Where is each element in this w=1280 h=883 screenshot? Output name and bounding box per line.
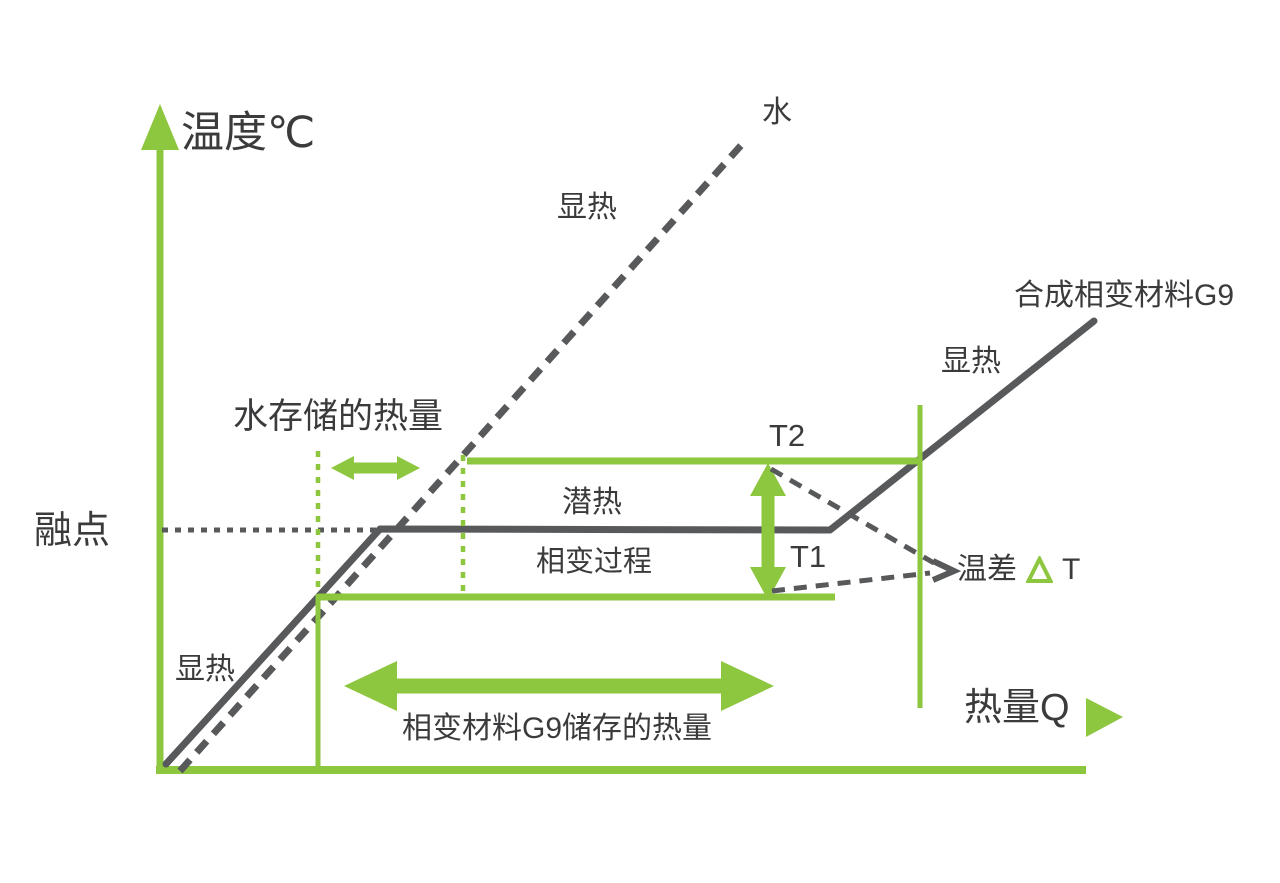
temp-diff-text: 温差 [957,553,1017,586]
temp-diff-wedge-lower-dashed [771,570,931,594]
g9-heat-arrow-left-icon [344,661,397,711]
t1-label: T1 [790,539,827,574]
temp-diff-label: 温差 T [957,553,1080,586]
water-stored-heat-label: 水存储的热量 [233,397,444,436]
delta-triangle-icon [1026,555,1053,583]
temp-diff-suffix-text: T [1062,553,1081,586]
water-curve-dashed [177,138,748,774]
melting-point-label: 融点 [34,510,111,552]
x-axis-label: 热量Q [964,687,1070,729]
y-axis-arrow-icon [141,104,179,150]
phase-change-process-label: 相变过程 [536,546,653,578]
sensible-heat-water-label: 显热 [557,191,617,224]
sensible-heat-g9-label: 显热 [941,345,1001,378]
x-axis-arrow-icon [1086,698,1123,737]
latent-heat-arrow-down-icon [750,567,786,600]
g9-curve [162,317,1098,768]
t2-label: T2 [769,418,806,453]
y-axis-label: 温度℃ [181,109,316,157]
temp-diff-pointer-icon [931,558,962,583]
water-heat-arrow-left-icon [331,456,354,480]
latent-heat-arrow-up-icon [750,463,786,496]
g9-curve-label: 合成相变材料G9 [1014,279,1235,312]
g9-heat-arrow-right-icon [721,661,774,711]
latent-heat-label: 潜热 [562,486,622,519]
g9-stored-heat-label: 相变材料G9储存的热量 [402,712,713,745]
sensible-heat-left-label: 显热 [175,653,235,686]
temp-diff-wedge-upper-dashed [769,466,936,566]
water-curve-label: 水 [762,96,792,129]
water-heat-arrow-right-icon [397,456,420,480]
